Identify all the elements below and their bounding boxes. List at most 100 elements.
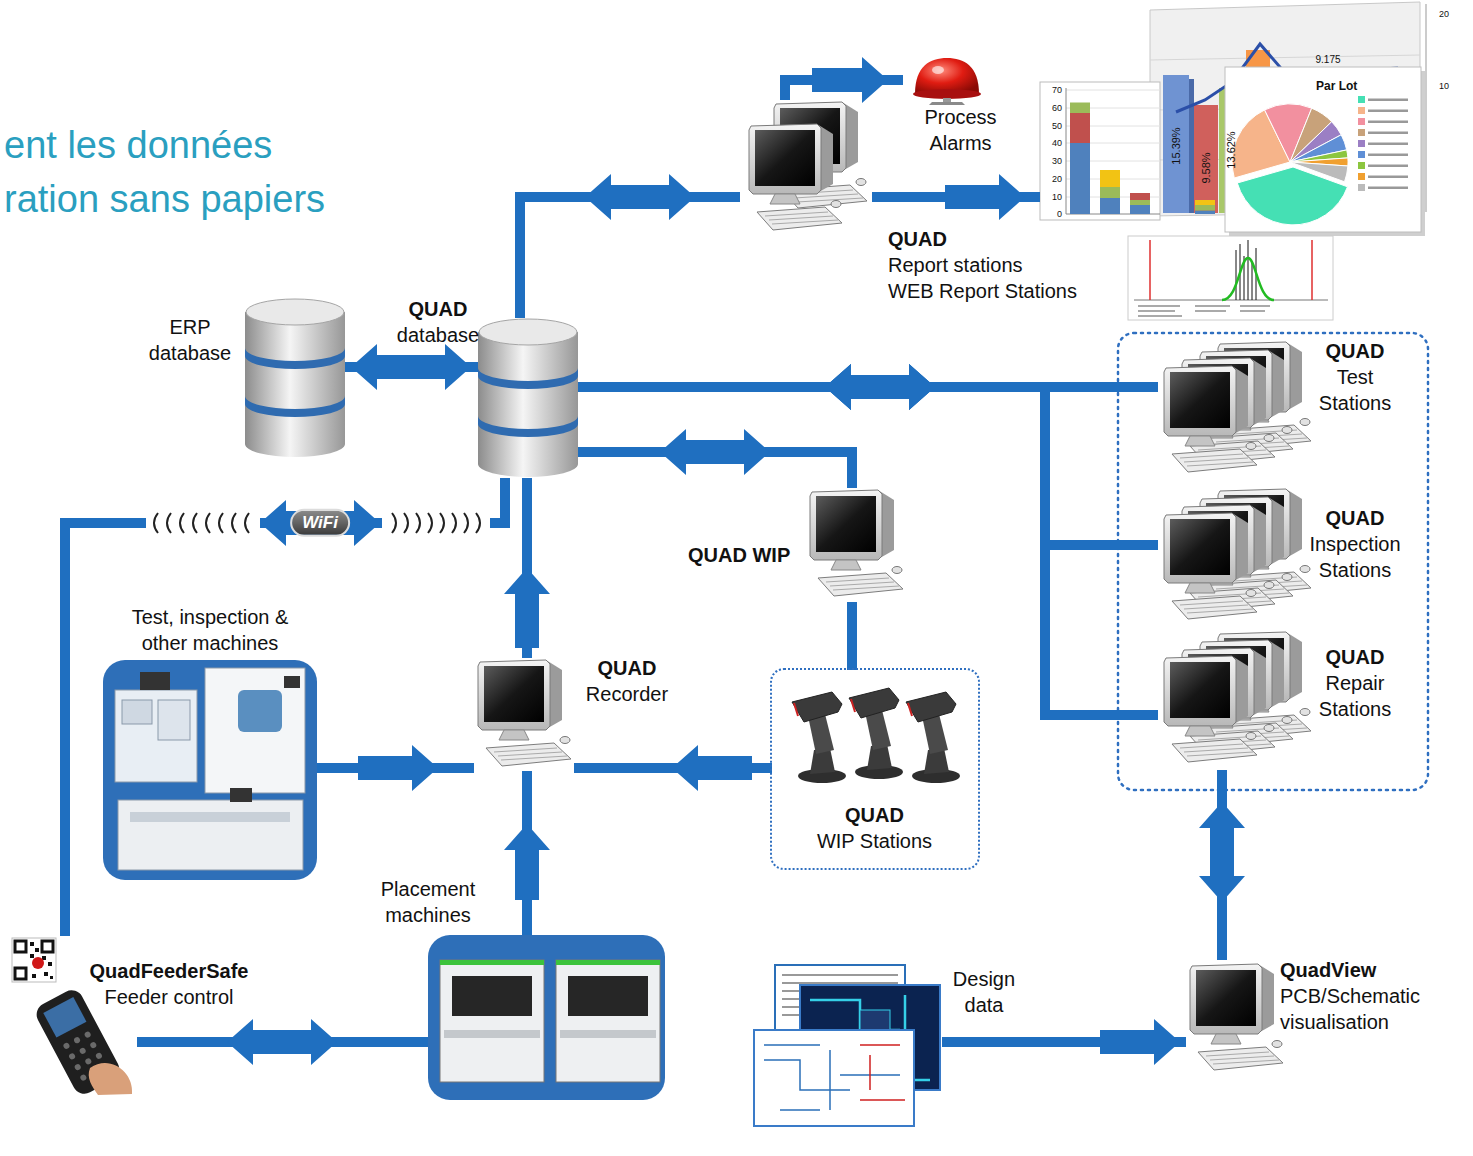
wifi-wave-part [392, 513, 396, 533]
node-text: ERP database [138, 314, 242, 366]
design-files-node: Design data [752, 962, 1027, 1128]
connector-group [942, 1019, 1186, 1065]
workstation-node: QuadViewPCB/Schematic visualisation [1184, 955, 1467, 1090]
node-outline [1158, 338, 1318, 484]
report-charts-part [1130, 200, 1150, 205]
workstation-node: QUAD WIP [688, 486, 903, 604]
page-heading: ent les données [4, 124, 272, 168]
bar-value: 13.62% [1225, 131, 1238, 168]
report-charts-part [1130, 193, 1150, 200]
wifi-wave-part [245, 513, 249, 533]
node-label: QUADdatabase [396, 296, 480, 348]
machines-panel-part [103, 660, 317, 880]
node-outline [103, 660, 317, 880]
connector [578, 387, 1158, 715]
alarm-bell-part [915, 58, 979, 94]
machines-panel-part [284, 676, 300, 688]
quadview-computer [1190, 964, 1283, 1070]
pie-legend-part [1368, 99, 1408, 102]
pie-legend-part [1358, 173, 1365, 180]
design-data-cards-part [860, 1045, 905, 1100]
block-arrow [260, 500, 380, 546]
axis-value: 10 [1052, 192, 1062, 202]
report-charts-part [1163, 75, 1189, 213]
handheld-scanner-part-part [95, 1052, 103, 1060]
report-charts-part [1195, 200, 1215, 205]
node-text: Test, inspection & other machines [127, 604, 293, 656]
machines-panel-part [130, 812, 290, 822]
node-label: Test, inspection & other machines [127, 604, 293, 656]
pie-legend [1358, 96, 1408, 191]
axis-value: 20 [1052, 174, 1062, 184]
workstation-node: QUADRecorder [472, 655, 683, 773]
node-label: QuadFeederSafeFeeder control [86, 958, 252, 1010]
handheld-scanner-part-part [68, 1052, 76, 1060]
node-text: QUAD [1300, 644, 1410, 670]
report-charts-part [1066, 88, 1160, 214]
handheld-scanner-part-part [74, 1063, 82, 1071]
report-charts-part [1222, 258, 1274, 300]
wifi-wave-part [476, 513, 480, 533]
node-outline [474, 658, 574, 771]
block-arrow [585, 174, 695, 220]
machine-panel-node: Placement machines [360, 874, 665, 1102]
wifi-badge: WiFi [290, 509, 350, 537]
axis-value: 10 [1439, 81, 1449, 91]
wifi-wave-part [206, 513, 210, 533]
report-charts-part [1134, 300, 1328, 301]
handheld-scanner-node: QuadFeederSafeFeeder control [10, 934, 255, 1096]
wifi-wave-part [167, 513, 171, 533]
node-label: QUADTest Stations [1300, 338, 1410, 416]
node-label: QUADWIP Stations [772, 802, 977, 854]
node-text: QUAD WIP [688, 542, 806, 568]
chart-panel-node: Par Lot [1040, 0, 1465, 322]
stations-group-outline [1118, 333, 1428, 790]
machines-panel-part [230, 788, 252, 802]
node-label: QUADRepair Stations [1300, 644, 1410, 722]
node-text: WEB Report Stations [888, 278, 1093, 304]
connector-group [574, 745, 772, 791]
handheld-scanner-part [12, 938, 56, 982]
block-arrow [812, 57, 888, 103]
pie-legend-part [1358, 140, 1365, 147]
handheld-scanner-part-part [84, 1031, 92, 1039]
connector-group [785, 57, 903, 103]
node-text: Par Lot [1316, 79, 1386, 93]
report-charts-part [1130, 205, 1150, 214]
block-arrow [358, 745, 438, 791]
block-arrow [672, 745, 752, 791]
report-charts-part [1225, 67, 1421, 232]
wifi-wave-part [440, 513, 444, 533]
connector-group [345, 344, 478, 390]
connector [578, 387, 1158, 545]
report-charts-part [1070, 143, 1090, 214]
barcode-scanners-part [792, 692, 846, 783]
connector-group [504, 771, 550, 935]
connector-group [317, 745, 474, 791]
pie-legend-part [1358, 162, 1365, 169]
block-arrow [504, 824, 550, 900]
database-node: QUADdatabase [396, 296, 580, 482]
placement-panel-part [560, 1030, 656, 1038]
inspection-computers [1164, 489, 1311, 619]
report-charts-part [1189, 79, 1194, 213]
block-arrow [945, 174, 1025, 220]
connector-group [852, 602, 853, 670]
node-outline [1186, 960, 1282, 1085]
connector-group [578, 364, 1158, 715]
node-outline [1040, 0, 1465, 322]
machines-panel-part [205, 668, 305, 793]
block-arrow [227, 1019, 337, 1065]
node-label: Placement machines [360, 876, 496, 928]
node-text: Process Alarms [898, 104, 1023, 156]
node-text: Placement machines [360, 876, 496, 928]
report-charts-part [1070, 103, 1090, 114]
node-label: Process Alarms [898, 104, 1023, 156]
database-node: ERP database [138, 296, 346, 458]
workstation-stack-node: QUADTest Stations [1150, 336, 1422, 484]
placement-panel-part [444, 1030, 540, 1038]
wifi-waves-part [382, 512, 490, 534]
